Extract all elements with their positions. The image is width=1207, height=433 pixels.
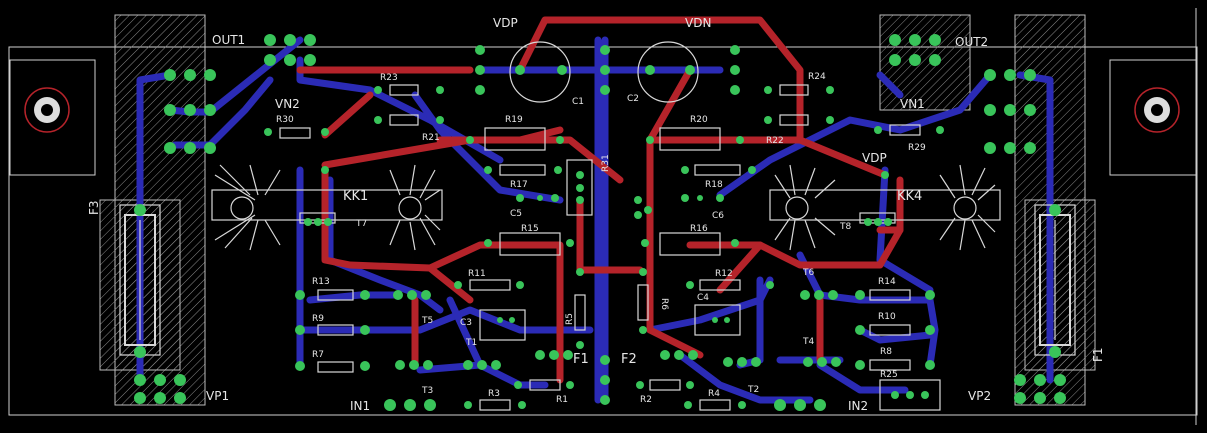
capacitors-large [509, 41, 699, 103]
label-r29: R29 [908, 143, 926, 153]
mounting-holes [9, 59, 1198, 176]
label-kk4: KK4 [897, 189, 922, 204]
label-r1: R1 [556, 395, 568, 405]
label-vn1: VN1 [900, 97, 925, 111]
capacitor-c2-outline [637, 41, 699, 103]
label-out1: OUT1 [212, 33, 245, 47]
label-r9: R9 [312, 314, 324, 324]
label-r8: R8 [880, 347, 892, 357]
label-c2: C2 [627, 94, 639, 104]
label-r20: R20 [690, 115, 708, 125]
label-r13: R13 [312, 277, 330, 287]
label-c1: C1 [572, 97, 584, 107]
label-r12: R12 [715, 269, 733, 279]
label-f1: F1 [573, 352, 589, 367]
label-r17: R17 [510, 180, 528, 190]
label-t7: T7 [355, 219, 367, 229]
label-r15: R15 [521, 224, 539, 234]
label-f3: F3 [87, 200, 101, 215]
label-r25: R25 [880, 370, 898, 380]
label-t1: T1 [465, 338, 477, 348]
label-r30: R30 [276, 115, 294, 125]
label-vdn: VDN [685, 16, 711, 30]
label-r4: R4 [708, 389, 720, 399]
label-c3: C3 [460, 318, 472, 328]
label-c4: C4 [697, 293, 709, 303]
pads [134, 34, 1066, 411]
label-r5: R5 [565, 313, 575, 325]
mounting-hole-left [24, 87, 70, 133]
label-kk1: KK1 [343, 189, 368, 204]
label-r2: R2 [640, 395, 652, 405]
label-in1: IN1 [350, 399, 370, 413]
mounting-hole-right [1134, 87, 1180, 133]
label-f2: F2 [621, 352, 637, 367]
label-r31: R31 [601, 154, 611, 172]
label-r6: R6 [659, 298, 669, 310]
label-vp1: VP1 [206, 389, 229, 403]
label-t3: T3 [421, 386, 433, 396]
label-vp2: VP2 [968, 389, 991, 403]
label-r19: R19 [505, 115, 523, 125]
label-r21: R21 [422, 133, 440, 143]
label-vdp-right: VDP [862, 151, 887, 165]
label-r3: R3 [488, 389, 500, 399]
label-t6: T6 [802, 268, 814, 278]
label-t2: T2 [747, 385, 759, 395]
label-vdp: VDP [493, 16, 518, 30]
label-r10: R10 [878, 312, 896, 322]
label-t4: T4 [802, 337, 814, 347]
label-r16: R16 [690, 224, 708, 234]
label-r18: R18 [705, 180, 723, 190]
silkscreen-labels: VDP VDN VDP OUT1 OUT2 VN2 VN1 VP1 VP2 IN… [87, 16, 1105, 413]
label-f1-right: F1 [1091, 347, 1105, 362]
label-c6: C6 [712, 211, 724, 221]
label-t8: T8 [839, 222, 851, 232]
label-r7: R7 [312, 350, 324, 360]
label-r22: R22 [766, 136, 784, 146]
label-c5: C5 [510, 209, 522, 219]
label-in2: IN2 [848, 399, 868, 413]
top-layer-traces [296, 16, 904, 384]
heatsink-kk4 [769, 164, 1001, 251]
capacitor-c1-outline [509, 41, 571, 103]
label-out2: OUT2 [955, 35, 988, 49]
resistor-outlines [279, 84, 941, 411]
label-r23: R23 [380, 73, 398, 83]
label-t5: T5 [421, 316, 433, 326]
label-r11: R11 [468, 269, 486, 279]
label-r14: R14 [878, 277, 896, 287]
label-vn2: VN2 [275, 97, 300, 111]
label-r24: R24 [808, 72, 826, 82]
